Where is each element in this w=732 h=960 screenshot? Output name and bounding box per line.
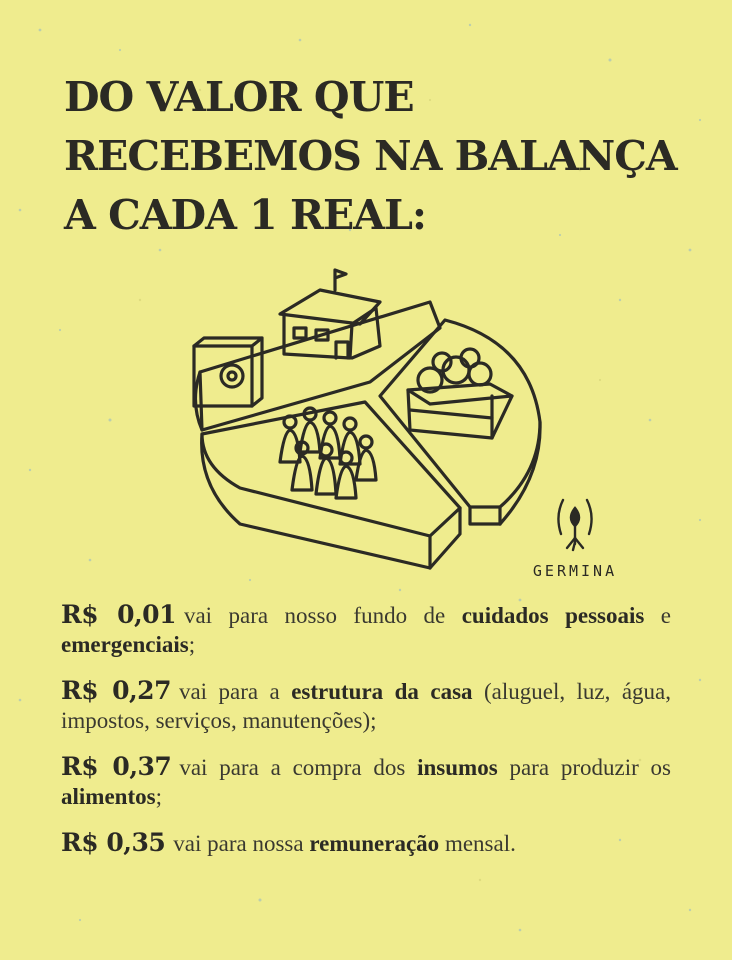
allocation-highlight: remuneração xyxy=(309,831,440,856)
crate-icon xyxy=(406,347,514,440)
allocation-item: R$ 0,01 vai para nosso fundo de cuidados … xyxy=(61,600,671,659)
headline-line-1: DO VALOR QUE xyxy=(64,73,415,121)
allocation-item: R$ 0,27 vai para a estrutura da casa (alu… xyxy=(61,676,671,735)
allocation-text: mensal. xyxy=(439,831,516,856)
sprout-logo-icon xyxy=(557,498,593,552)
allocation-text: e xyxy=(644,603,671,628)
allocation-highlight: alimentos xyxy=(61,784,156,809)
allocation-list: R$ 0,01 vai para nosso fundo de cuidados … xyxy=(61,600,671,875)
allocation-amount: R$ 0,27 xyxy=(61,676,171,705)
safe-icon xyxy=(192,336,264,408)
allocation-item: R$ 0,37 vai para a compra dos insumos par… xyxy=(61,752,671,811)
allocation-text: vai para nosso fundo de xyxy=(183,603,462,628)
house-icon xyxy=(278,268,382,360)
allocation-amount: R$ 0,01 xyxy=(61,600,176,629)
brand-logo: GERMINA xyxy=(528,494,622,580)
pie-slice-crate xyxy=(378,318,542,526)
allocation-text: ; xyxy=(188,632,196,657)
headline-line-3: A CADA 1 REAL: xyxy=(64,191,427,239)
allocation-text: vai para a compra dos xyxy=(179,755,418,780)
brand-name: GERMINA xyxy=(532,562,618,580)
allocation-amount: R$ 0,35 xyxy=(61,828,166,857)
allocation-item: R$ 0,35 vai para nossa remuneração mensal… xyxy=(61,828,671,858)
allocation-highlight: emergenciais xyxy=(61,632,189,657)
headline-line-2: RECEBEMOS NA BALANÇA xyxy=(64,132,678,180)
people-group-icon xyxy=(278,406,378,500)
allocation-text: vai para a xyxy=(178,679,292,704)
pie-chart-illustration-icon xyxy=(192,268,542,570)
allocation-text: ; xyxy=(155,784,162,809)
allocation-text: (aluguel, luz, água, impostos, serviços,… xyxy=(61,679,671,733)
headline: DO VALOR QUE RECEBEMOS NA BALANÇA A CADA… xyxy=(64,68,684,245)
allocation-text: para produzir os xyxy=(497,755,671,780)
allocation-text: vai para nossa xyxy=(173,831,310,856)
allocation-highlight: insumos xyxy=(417,755,498,780)
allocation-amount: R$ 0,37 xyxy=(61,752,172,781)
allocation-highlight: cuidados pessoais xyxy=(461,603,645,628)
allocation-highlight: estrutura da casa xyxy=(291,679,473,704)
pie-slice-people xyxy=(200,400,462,570)
